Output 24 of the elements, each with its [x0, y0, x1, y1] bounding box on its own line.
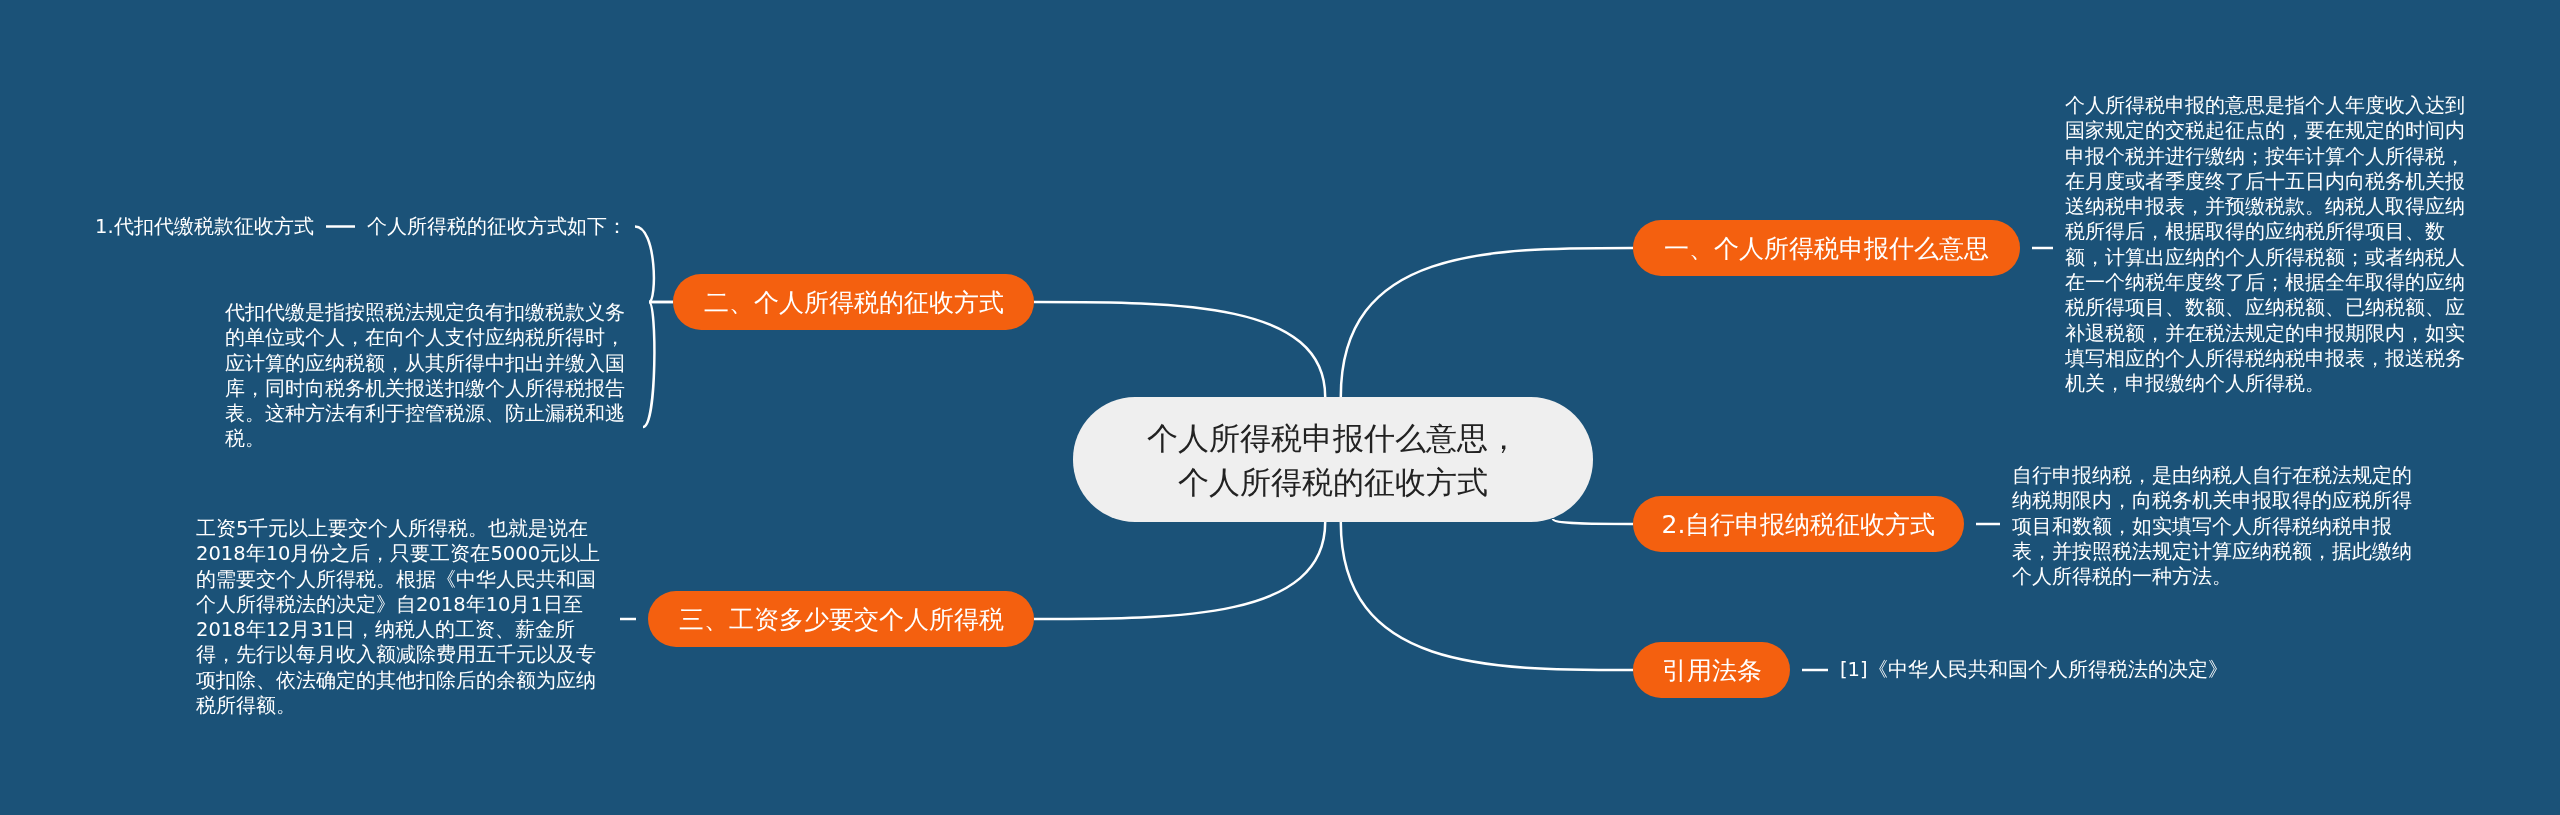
topic-pill: 2.自行申报纳税征收方式 [1633, 496, 1964, 552]
note-text: 工资5千元以上要交个人所得税。也就是说在2018年10月份之后，只要工资在5000元以上的需要交个人所得税。根据《中华人民共和国个人所得税法的决定》自2018年10月1日至2018年12月31日，纳税人的工资、薪金所得，先行以每月收入额减除费用五千元以及专项扣除、依法确定的其他扣除后的余额为应纳税所得额。 [196, 516, 608, 719]
note-text: 1.代扣代缴税款征收方式 [95, 214, 314, 240]
connector-line [1976, 522, 2000, 526]
connector-line [1034, 300, 1327, 398]
topic-pill: 二、个人所得税的征收方式 [673, 274, 1034, 330]
topic-pill: 引用法条 [1633, 642, 1790, 698]
note-text: 个人所得税的征收方式如下： [367, 214, 627, 240]
connector-line [1034, 521, 1327, 621]
connector-line [326, 225, 355, 228]
note-text: 代扣代缴是指按照税法规定负有扣缴税款义务的单位或个人，在向个人支付应纳税所得时，应计算的应纳税额，从其所得中扣出并缴入国库，同时向税务机关报送扣缴个人所得税报告表。这种方法有利于控管税源、防止漏税和逃税。 [225, 300, 635, 452]
connector-line [1552, 518, 1633, 526]
note-text: 个人所得税申报的意思是指个人年度收入达到国家规定的交税起征点的，要在规定的时间内申报个税并进行缴纳；按年计算个人所得税，在月度或者季度终了后十五日内向税务机关报送纳税申报表，并预缴税款。纳税人取得应纳税所得后，根据取得的应纳税所得项目、数额，计算出应纳的个人所得税额；或者纳税人在一个纳税年度终了后；根据全年取得的应纳税所得项目、数额、应纳税额、已纳税额、应补退税额，并在税法规定的申报期限内，如实填写相应的个人所得税纳税申报表，报送税务机关，申报缴纳个人所得税。 [2065, 93, 2475, 397]
connector-line [1339, 246, 1633, 398]
topic-pill: 三、工资多少要交个人所得税 [648, 591, 1034, 647]
note-text: [1]《中华人民共和国个人所得税法的决定》 [1840, 657, 2228, 683]
connector-line [2032, 246, 2053, 250]
central-topic: 个人所得税申报什么意思，个人所得税的征收方式 [1073, 397, 1593, 522]
connector-line [1802, 668, 1828, 672]
topic-pill: 一、个人所得税申报什么意思 [1633, 220, 2020, 276]
connector-line [1339, 521, 1633, 672]
note-text: 自行申报纳税，是由纳税人自行在税法规定的纳税期限内，向税务机关申报取得的应税所得项目和数额，如实填写个人所得税纳税申报表，并按照税法规定计算应纳税额，据此缴纳个人所得税的一种方法。 [2012, 463, 2424, 590]
connector-line [620, 617, 636, 621]
connector-line [642, 300, 673, 428]
